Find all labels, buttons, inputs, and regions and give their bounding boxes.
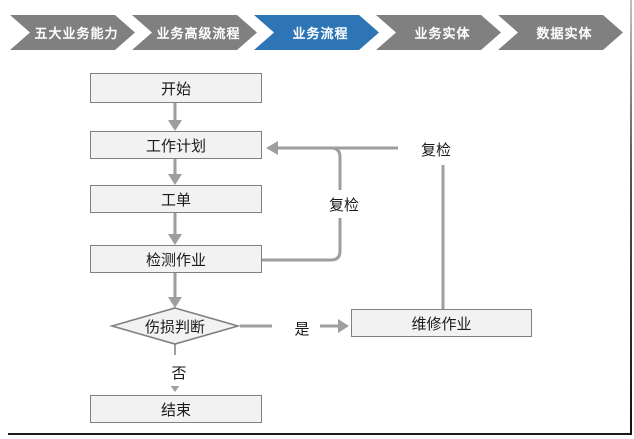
flow-node-repair[interactable]: 维修作业 — [351, 309, 532, 337]
flow-node-start[interactable]: 开始 — [90, 73, 262, 103]
edge-label-recheck-outer: 复检 — [409, 135, 463, 163]
nav-tab-five-capabilities[interactable]: 五大业务能力 — [10, 15, 135, 50]
arrowhead-recheck-plan — [266, 141, 278, 155]
nav-tab-label: 五大业务能力 — [34, 26, 119, 41]
arrowhead-start-plan — [168, 120, 182, 131]
arrowhead-no-end — [170, 385, 180, 392]
arrowhead-yes-repair — [338, 319, 349, 333]
decision-label: 伤损判断 — [144, 318, 205, 336]
flow-node-work-plan[interactable]: 工作计划 — [90, 131, 262, 159]
flow-node-inspection[interactable]: 检测作业 — [90, 245, 262, 273]
arrowhead-plan-order — [168, 174, 182, 185]
arrowhead-inspect-judge — [168, 297, 182, 308]
nav-tab-data-entity[interactable]: 数据实体 — [498, 15, 623, 50]
flow-node-damage-decision[interactable]: 伤损判断 — [112, 308, 238, 344]
edge-label-recheck-inner: 复检 — [317, 190, 371, 218]
page-border-right — [630, 0, 632, 435]
flow-node-end[interactable]: 结束 — [90, 395, 262, 423]
nav-tab-label: 业务实体 — [414, 26, 471, 41]
nav-tab-business-process[interactable]: 业务流程 — [254, 15, 379, 50]
nav-tab-label: 数据实体 — [536, 26, 593, 41]
nav-tab-high-level-process[interactable]: 业务高级流程 — [132, 15, 257, 50]
nav-tab-business-entity[interactable]: 业务实体 — [376, 15, 501, 50]
nav-tab-label: 业务流程 — [292, 26, 349, 41]
nav-tab-label: 业务高级流程 — [156, 26, 241, 41]
flow-node-work-order[interactable]: 工单 — [90, 185, 262, 213]
arrowhead-order-inspect — [168, 234, 182, 245]
page-border-bottom — [8, 433, 632, 435]
edge-label-no: 否 — [161, 358, 197, 386]
edge-label-yes: 是 — [284, 314, 320, 342]
